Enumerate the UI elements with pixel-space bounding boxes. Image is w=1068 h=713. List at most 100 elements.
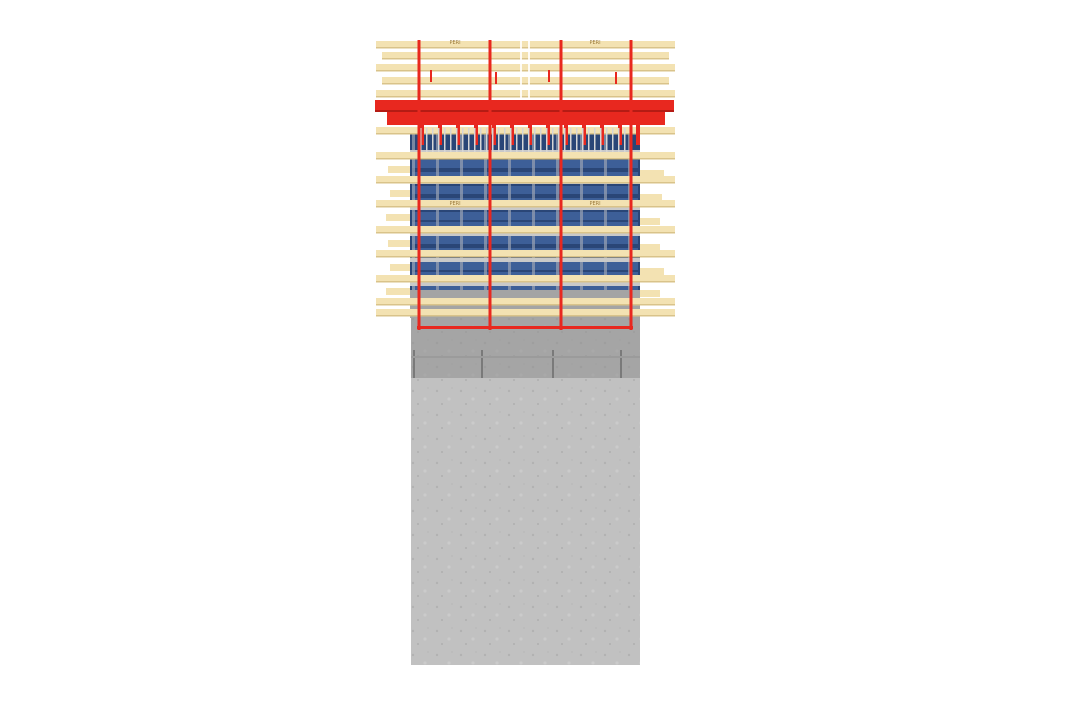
deck-slat: [618, 128, 620, 152]
waler-beam: [410, 206, 640, 210]
vertical-rod: [417, 40, 421, 330]
vertical-rod: [559, 40, 563, 330]
pin: [495, 72, 497, 84]
panel-strip: [412, 285, 638, 293]
timber-board-end: [390, 264, 410, 271]
deck-slat: [426, 128, 428, 152]
platform-bracket: [420, 125, 424, 145]
panel-column: [412, 130, 415, 316]
timber-board: [376, 298, 675, 305]
panel-strip: [412, 186, 638, 194]
timber-board-end: [640, 194, 662, 201]
timber-board: [376, 64, 675, 71]
deck-slat: [552, 128, 554, 152]
deck-slat: [492, 128, 494, 152]
panel-column: [508, 130, 511, 316]
panel-strip: [412, 262, 638, 270]
red-platform: [375, 100, 674, 152]
deck-slat: [624, 128, 626, 152]
shadow-mark: [552, 350, 554, 378]
board-joint: [528, 40, 530, 100]
timber-board-end: [386, 288, 410, 295]
timber-board-end: [640, 218, 660, 225]
panel-column: [556, 130, 559, 316]
shadow-mark: [481, 350, 483, 378]
deck-slat: [594, 128, 596, 152]
platform-bracket: [438, 125, 442, 145]
deck-slat: [582, 128, 584, 152]
deck-slat: [576, 128, 578, 152]
deck-slat: [438, 128, 440, 152]
timber-board-edge: [376, 232, 675, 234]
deck-slat: [432, 128, 434, 152]
deck-slat: [486, 128, 488, 152]
deck-slat: [522, 128, 524, 152]
timber-board-end: [388, 166, 410, 173]
deck-slat: [420, 128, 422, 152]
deck-slat: [480, 128, 482, 152]
deck-slat: [510, 128, 512, 152]
timber-board: [376, 309, 675, 316]
platform-bracket: [564, 125, 568, 145]
timber-board-edge: [376, 182, 675, 184]
panel-strip: [412, 236, 638, 244]
timber-board: [376, 275, 675, 282]
panel-column: [484, 130, 487, 316]
panel-strip: [412, 212, 638, 220]
timber-board-edge: [376, 206, 675, 208]
timber-board: [382, 52, 669, 59]
timber-board-end: [388, 240, 410, 247]
pin: [548, 70, 550, 82]
deck-slat: [528, 128, 530, 152]
deck-slat: [600, 128, 602, 152]
waler-beam: [410, 232, 640, 236]
timber-board: [376, 41, 675, 48]
timber-board: [376, 90, 675, 97]
deck-slat: [504, 128, 506, 152]
waler-beam: [410, 258, 640, 262]
deck-slat: [546, 128, 548, 152]
panel-strip: [412, 160, 638, 168]
deck-slat: [570, 128, 572, 152]
timber-board-edge: [376, 256, 675, 258]
platform-beam: [387, 112, 665, 125]
timber-board: [376, 250, 675, 257]
vertical-rod: [629, 40, 633, 330]
platform-bracket: [474, 125, 478, 145]
timber-board: [376, 226, 675, 233]
panel-column: [604, 130, 607, 316]
platform-bracket: [510, 125, 514, 145]
timber-board-edge: [376, 133, 675, 135]
platform-deck: [375, 100, 674, 112]
shadow-mark: [620, 350, 622, 378]
deck-slat: [558, 128, 560, 152]
platform-bracket: [546, 125, 550, 145]
panel-column: [532, 130, 535, 316]
panel-column: [436, 130, 439, 316]
timber-board: [376, 200, 675, 207]
platform-bracket: [456, 125, 460, 145]
red-vertical-rods: [417, 40, 633, 330]
logo-text: PERI: [449, 201, 460, 207]
timber-board: [382, 77, 669, 84]
timber-boards: [376, 40, 675, 317]
waler-beam: [410, 282, 640, 286]
deck-slat: [456, 128, 458, 152]
timber-board: [376, 176, 675, 183]
timber-board-edge: [382, 58, 669, 60]
pin: [615, 72, 617, 84]
shadow-mark: [413, 350, 415, 378]
deck-slat: [606, 128, 608, 152]
wall-shadow-marks: [411, 350, 640, 378]
platform-shade: [375, 110, 674, 112]
timber-board-end: [386, 214, 410, 221]
deck-slat: [468, 128, 470, 152]
logo-text: PERI: [589, 40, 600, 46]
panel-column: [460, 130, 463, 316]
board-joint: [520, 40, 522, 100]
timber-board-edge: [376, 158, 675, 160]
timber-board-edge: [376, 47, 675, 49]
